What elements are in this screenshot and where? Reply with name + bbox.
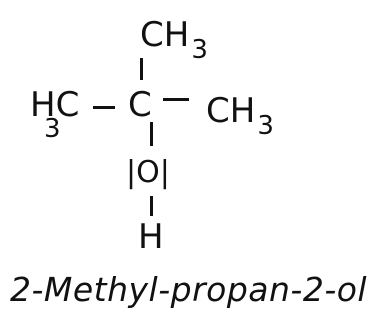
bond-oxygen-hydrogen — [150, 196, 153, 216]
left-methyl-subscript: 3 — [44, 114, 61, 144]
top-methyl-subscript: 3 — [191, 35, 208, 65]
bond-right — [163, 98, 189, 101]
right-methyl-symbol: CH — [206, 91, 256, 131]
oxygen-symbol: |O| — [126, 155, 170, 190]
right-methyl-group: CH3 — [206, 94, 274, 139]
oxygen-atom: |O| — [126, 158, 170, 188]
bond-carbon-oxygen — [150, 122, 153, 146]
top-methyl-symbol: CH — [140, 15, 190, 55]
center-carbon-symbol: C — [128, 85, 152, 125]
left-methyl-symbol: HC — [30, 85, 80, 125]
center-carbon: C — [128, 88, 152, 122]
compound-name: 2-Methyl-propan-2-ol — [10, 270, 368, 309]
top-methyl-group: CH3 — [140, 18, 208, 63]
bond-top — [140, 58, 143, 80]
left-methyl-group: HC — [30, 88, 79, 122]
bond-left — [93, 106, 115, 109]
left-methyl-subscript-wrap: 3 — [44, 116, 61, 142]
hydrogen-atom: H — [138, 220, 164, 254]
right-methyl-subscript: 3 — [257, 111, 274, 141]
hydrogen-symbol: H — [138, 217, 164, 257]
